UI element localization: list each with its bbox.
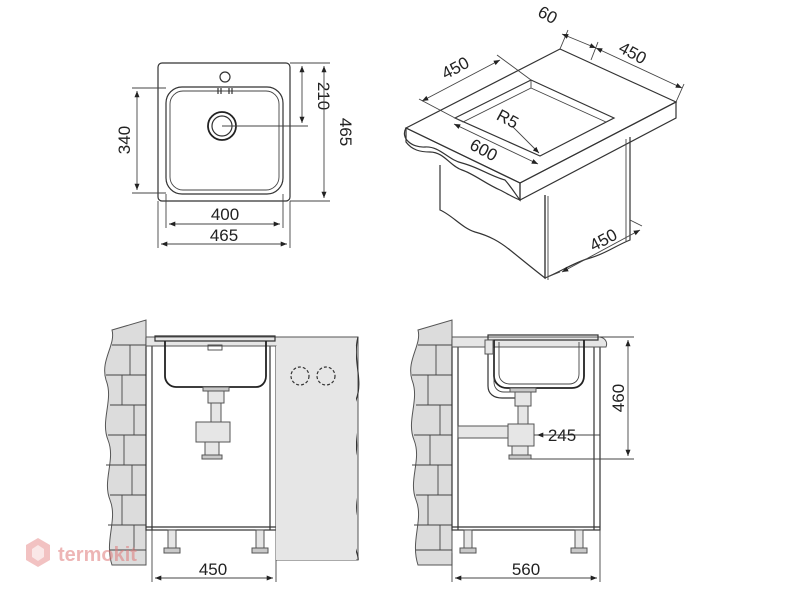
dim-450-front: 450 bbox=[199, 560, 227, 579]
ext-line bbox=[559, 29, 569, 50]
sink-cutout-depth-2 bbox=[454, 87, 532, 123]
sink-bowl-front bbox=[164, 341, 267, 388]
dim-210: 210 bbox=[314, 82, 333, 110]
top-view: 210 465 340 400 465 bbox=[115, 62, 355, 248]
overflow-tube-inner bbox=[493, 348, 516, 393]
tap-hole-right bbox=[316, 366, 336, 386]
dim-465-right: 465 bbox=[336, 118, 355, 146]
leg bbox=[167, 529, 177, 551]
siphon-trap bbox=[507, 423, 535, 447]
countertop-face bbox=[276, 346, 356, 560]
sink-cutout-depth bbox=[530, 80, 607, 123]
ext-line bbox=[496, 54, 532, 81]
dim-line-450-top bbox=[595, 47, 683, 89]
dim-60: 60 bbox=[535, 2, 561, 28]
watermark: termokit bbox=[26, 538, 137, 567]
dim-line-600 bbox=[453, 123, 539, 165]
dim-450-top: 450 bbox=[616, 38, 650, 68]
watermark-text: termokit bbox=[58, 544, 137, 566]
sink-bowl bbox=[165, 86, 284, 195]
drain-flange bbox=[202, 386, 230, 392]
dim-line-450-cabinet bbox=[561, 229, 641, 273]
leg bbox=[163, 547, 181, 554]
ext-line bbox=[629, 219, 643, 227]
iso-view: 60 450 450 R5 600 450 bbox=[403, 2, 685, 280]
dim-450-cabinet: 450 bbox=[586, 225, 620, 255]
sink-rim bbox=[154, 335, 276, 342]
sink-bowl-inner bbox=[498, 342, 580, 385]
leg bbox=[570, 547, 588, 554]
siphon-pipe bbox=[210, 402, 222, 424]
brick-lines bbox=[106, 344, 146, 551]
dim-600: 600 bbox=[467, 135, 501, 165]
drain-body bbox=[514, 391, 532, 407]
siphon-cap bbox=[508, 454, 532, 460]
drain-body bbox=[207, 390, 225, 404]
watermark-logo-icon-inner bbox=[32, 545, 44, 561]
dim-r5: R5 bbox=[494, 106, 522, 133]
overflow-slots bbox=[207, 344, 223, 351]
siphon-outlet bbox=[204, 441, 220, 457]
ext-line bbox=[544, 271, 561, 279]
dim-465-bottom: 465 bbox=[210, 226, 238, 245]
front-view: 450 bbox=[104, 319, 360, 582]
countertop-thickness bbox=[519, 101, 677, 201]
tap-hole bbox=[219, 71, 231, 83]
sink-bowl-inner bbox=[169, 90, 280, 191]
siphon-pipe bbox=[517, 405, 529, 427]
brick-lines bbox=[412, 344, 452, 551]
ext-line bbox=[675, 83, 685, 103]
dim-340: 340 bbox=[115, 126, 134, 154]
dim-460: 460 bbox=[609, 384, 628, 412]
sink-rim bbox=[487, 334, 599, 341]
leg bbox=[459, 547, 477, 554]
siphon-cap bbox=[201, 454, 223, 460]
side-view: 245 460 560 bbox=[410, 319, 634, 582]
cabinet-front bbox=[439, 165, 546, 280]
leg bbox=[255, 529, 265, 551]
waste-pipe bbox=[457, 425, 509, 439]
siphon-trap bbox=[195, 421, 231, 443]
overflow-tube bbox=[487, 342, 516, 399]
ext-line bbox=[418, 98, 456, 119]
dim-560: 560 bbox=[512, 560, 540, 579]
brick-wall bbox=[410, 319, 453, 566]
countertop-break-left bbox=[405, 128, 521, 201]
ext-line bbox=[590, 41, 599, 61]
tap-hole-left bbox=[290, 366, 310, 386]
dim-line-60 bbox=[561, 33, 597, 49]
sink-outer-rim bbox=[157, 62, 291, 202]
brick-wall bbox=[104, 319, 147, 566]
cabinet-side bbox=[544, 137, 631, 279]
dim-line-450-left bbox=[421, 59, 501, 102]
leg bbox=[463, 529, 473, 551]
dim-245: 245 bbox=[548, 426, 576, 445]
overflow-head bbox=[484, 339, 494, 355]
dim-400: 400 bbox=[211, 205, 239, 224]
drain-flange bbox=[509, 387, 537, 393]
leg bbox=[574, 529, 584, 551]
sink-bowl-side bbox=[493, 340, 585, 389]
dim-450-left: 450 bbox=[438, 53, 472, 83]
leg bbox=[251, 547, 269, 554]
